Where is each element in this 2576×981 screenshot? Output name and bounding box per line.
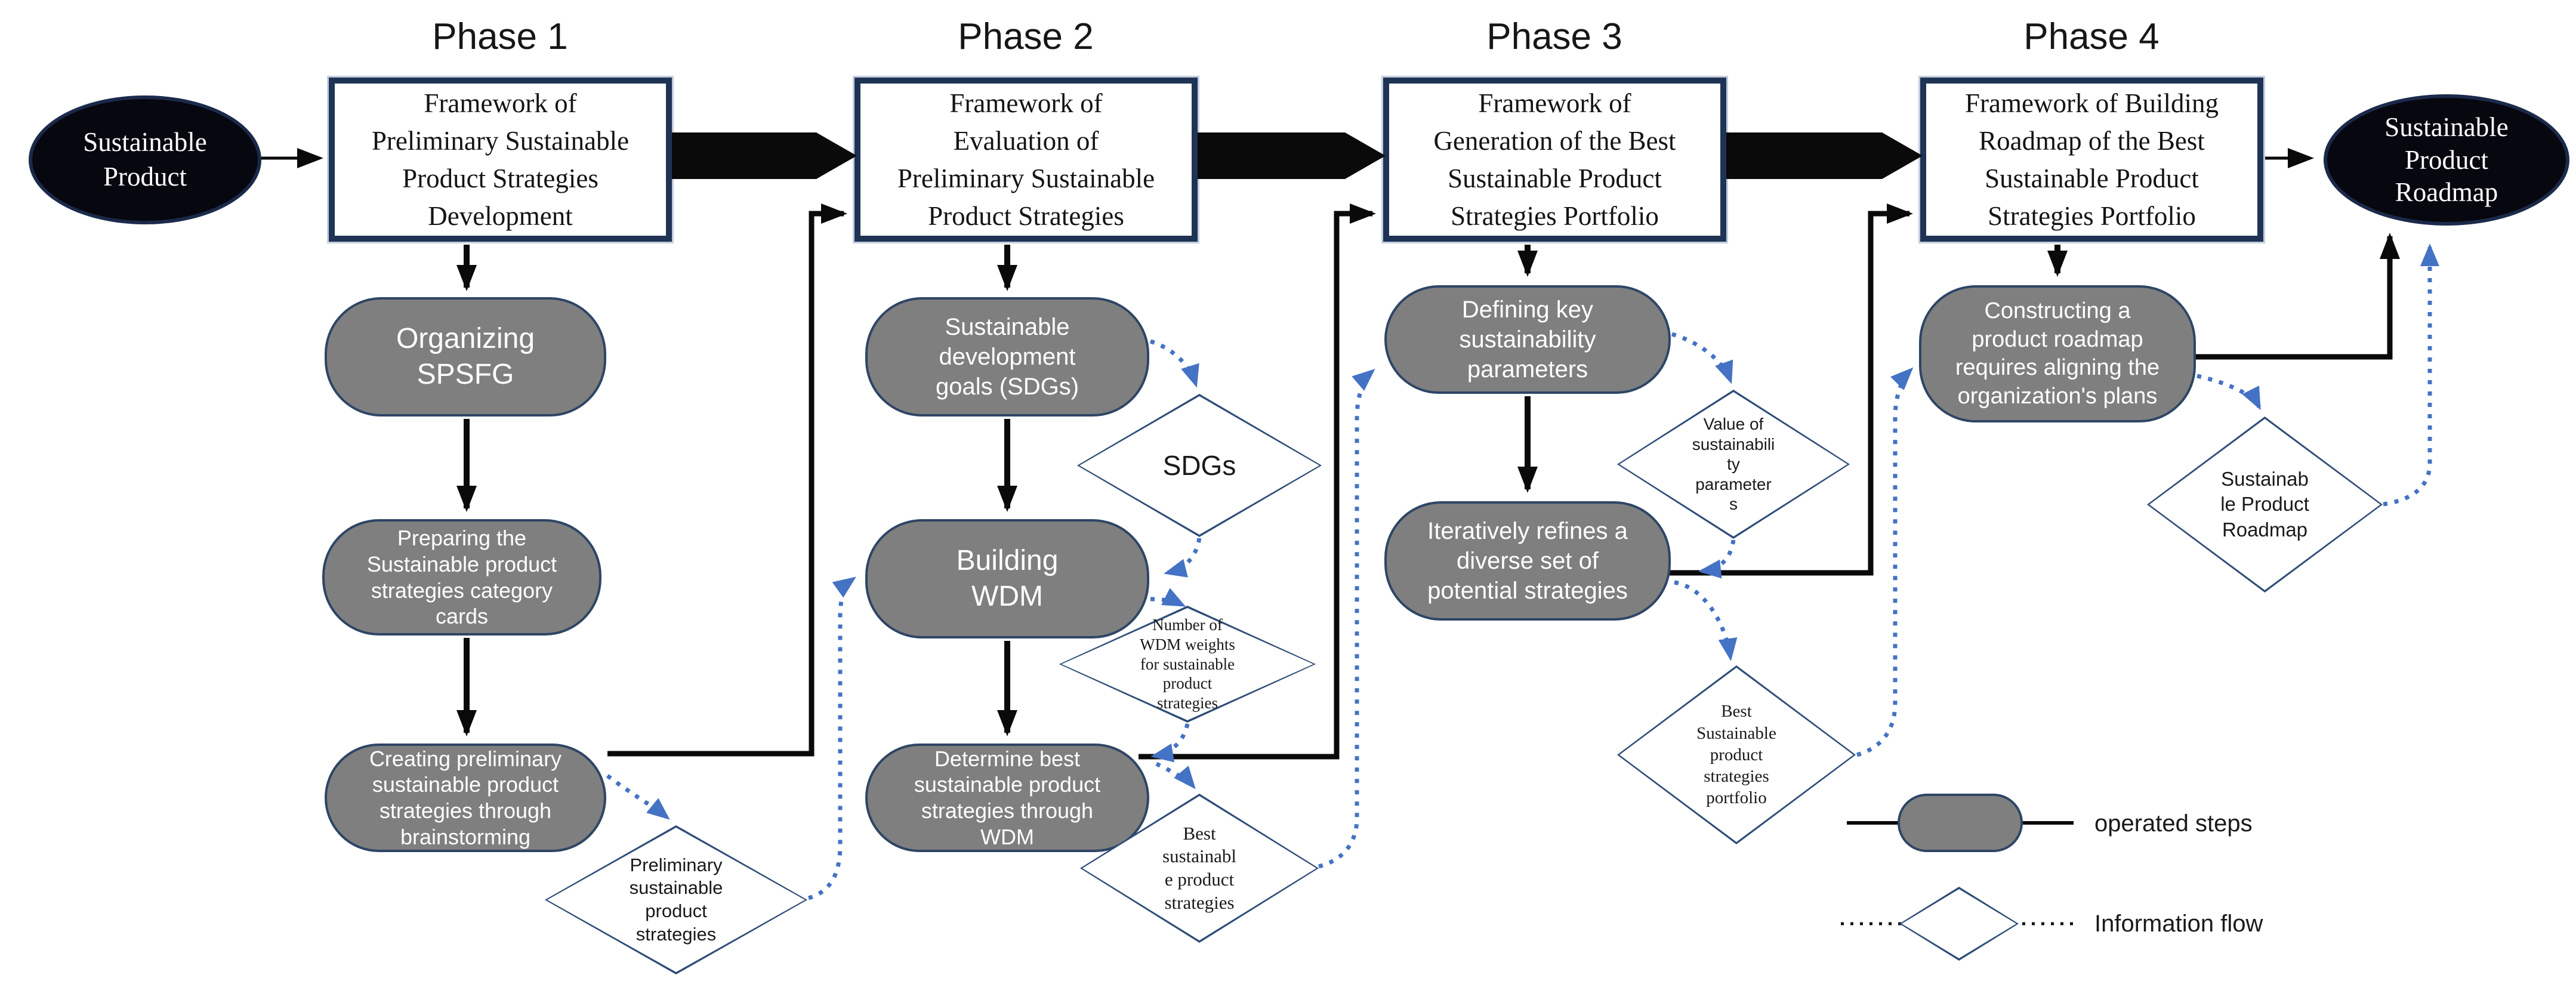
phase1-to-phase2-thick-arrow xyxy=(672,132,857,179)
info-diamond-sdgs: SDGs xyxy=(1077,394,1322,537)
flow-value-parameters-to-iteratively xyxy=(1698,539,1736,579)
step-defining-parameters: Defining key sustainability parameters xyxy=(1384,285,1671,394)
phase-3-label: Phase 3 xyxy=(1486,16,1622,57)
step-creating-preliminary: Creating preliminary sustainable product… xyxy=(325,744,606,852)
flow-iteratively-to-best-portfolio xyxy=(1674,580,1738,661)
legend-information-flow-shape xyxy=(1899,887,2019,961)
info-diamond-best-portfolio: Best Sustainable product strategies port… xyxy=(1617,665,1856,844)
phase-1-label: Phase 1 xyxy=(432,16,568,57)
phase2-to-phase3-thick-arrow xyxy=(1198,132,1386,179)
flow-preliminary-to-building-wdm xyxy=(807,576,856,900)
flow-best-portfolio-to-constructing xyxy=(1856,367,1914,757)
info-diamond-preliminary-strategies: Preliminary sustainable product strategi… xyxy=(545,825,807,974)
flow-roadmap-diamond-to-roadmap-ellipse xyxy=(2383,243,2439,507)
info-diamond-wdm-weights: Number of WDM weights for sustainable pr… xyxy=(1059,606,1316,723)
creating-to-phase2-elbow-arrow xyxy=(607,203,847,757)
flow-creating-to-preliminary xyxy=(606,774,670,820)
step-preparing-cards: Preparing the Sustainable product strate… xyxy=(322,519,601,636)
constructing-to-roadmap-elbow-arrow xyxy=(2195,233,2400,360)
end-ellipse-sustainable-product-roadmap: Sustainable Product Roadmap xyxy=(2324,94,2569,226)
info-diamond-best-strategies: Best sustainabl e product strategies xyxy=(1080,794,1319,943)
phase-3-framework-box: Framework of Generation of the Best Sust… xyxy=(1383,78,1726,242)
step-sdgs: Sustainable development goals (SDGs) xyxy=(865,297,1149,417)
legend-operated-step-shape xyxy=(1898,794,2023,852)
step-iteratively-refines: Iteratively refines a diverse set of pot… xyxy=(1384,501,1671,621)
step-building-wdm: Building WDM xyxy=(865,519,1149,638)
legend-information-flow-label: Information flow xyxy=(2094,910,2263,937)
flow-building-wdm-to-wdm-weights xyxy=(1150,588,1186,607)
flow-determine-to-best-strategies xyxy=(1155,761,1196,789)
phase-4-label: Phase 4 xyxy=(2023,16,2159,57)
step-organizing-spsfg: Organizing SPSFG xyxy=(325,297,606,417)
phase-2-framework-box: Framework of Evaluation of Preliminary S… xyxy=(854,78,1198,242)
flow-best-strategies-to-defining xyxy=(1318,369,1375,869)
flow-constructing-to-roadmap-diamond xyxy=(2196,374,2262,411)
flow-sdgs-step-to-sdgs-diamond xyxy=(1149,339,1199,388)
flow-defining-to-value-parameters xyxy=(1671,332,1733,384)
flow-sdgs-diamond-to-building-wdm xyxy=(1164,538,1202,578)
phase-4-framework-box: Framework of Building Roadmap of the Bes… xyxy=(1920,78,2263,242)
phase-2-label: Phase 2 xyxy=(958,16,1094,57)
info-diamond-product-roadmap: Sustainab le Product Roadmap xyxy=(2147,417,2383,593)
legend-operated-steps-label: operated steps xyxy=(2094,810,2253,837)
step-determine-best: Determine best sustainable product strat… xyxy=(865,744,1149,852)
phase3-to-phase4-thick-arrow xyxy=(1726,132,1923,179)
info-diamond-value-parameters: Value of sustainabili ty parameter s xyxy=(1617,390,1850,539)
flow-wdm-weights-to-determine xyxy=(1150,723,1190,763)
phase-1-framework-box: Framework of Preliminary Sustainable Pro… xyxy=(329,78,672,242)
start-ellipse-sustainable-product: Sustainable Product xyxy=(29,95,261,224)
step-constructing-roadmap: Constructing a product roadmap requires … xyxy=(1919,285,2196,422)
